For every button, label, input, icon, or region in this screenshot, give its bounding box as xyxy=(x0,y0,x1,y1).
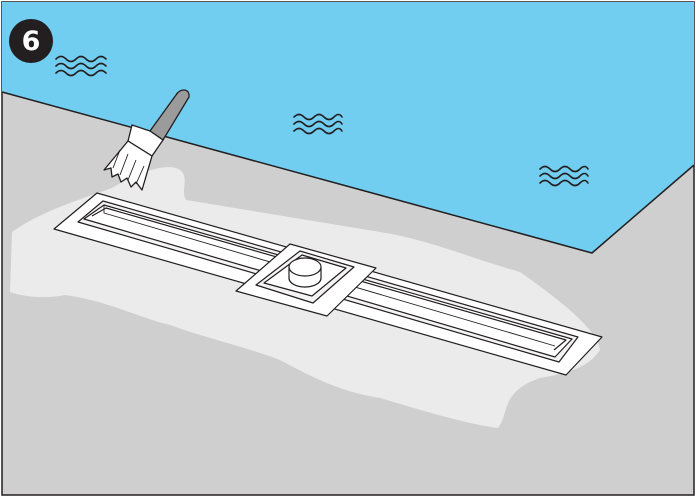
wavy-lines-icon xyxy=(293,113,343,135)
wavy-lines-icon xyxy=(539,165,589,187)
wavy-lines-icon xyxy=(55,55,107,77)
membrane-edge xyxy=(1,91,695,254)
brush-ferrule xyxy=(127,124,164,157)
shower-channel-drain xyxy=(53,192,603,376)
paint-brush-icon xyxy=(103,89,190,191)
brush-bristles xyxy=(103,140,153,191)
membrane-sheet xyxy=(2,2,694,253)
step-number-badge: 6 xyxy=(9,19,53,63)
brush-handle xyxy=(149,89,190,141)
